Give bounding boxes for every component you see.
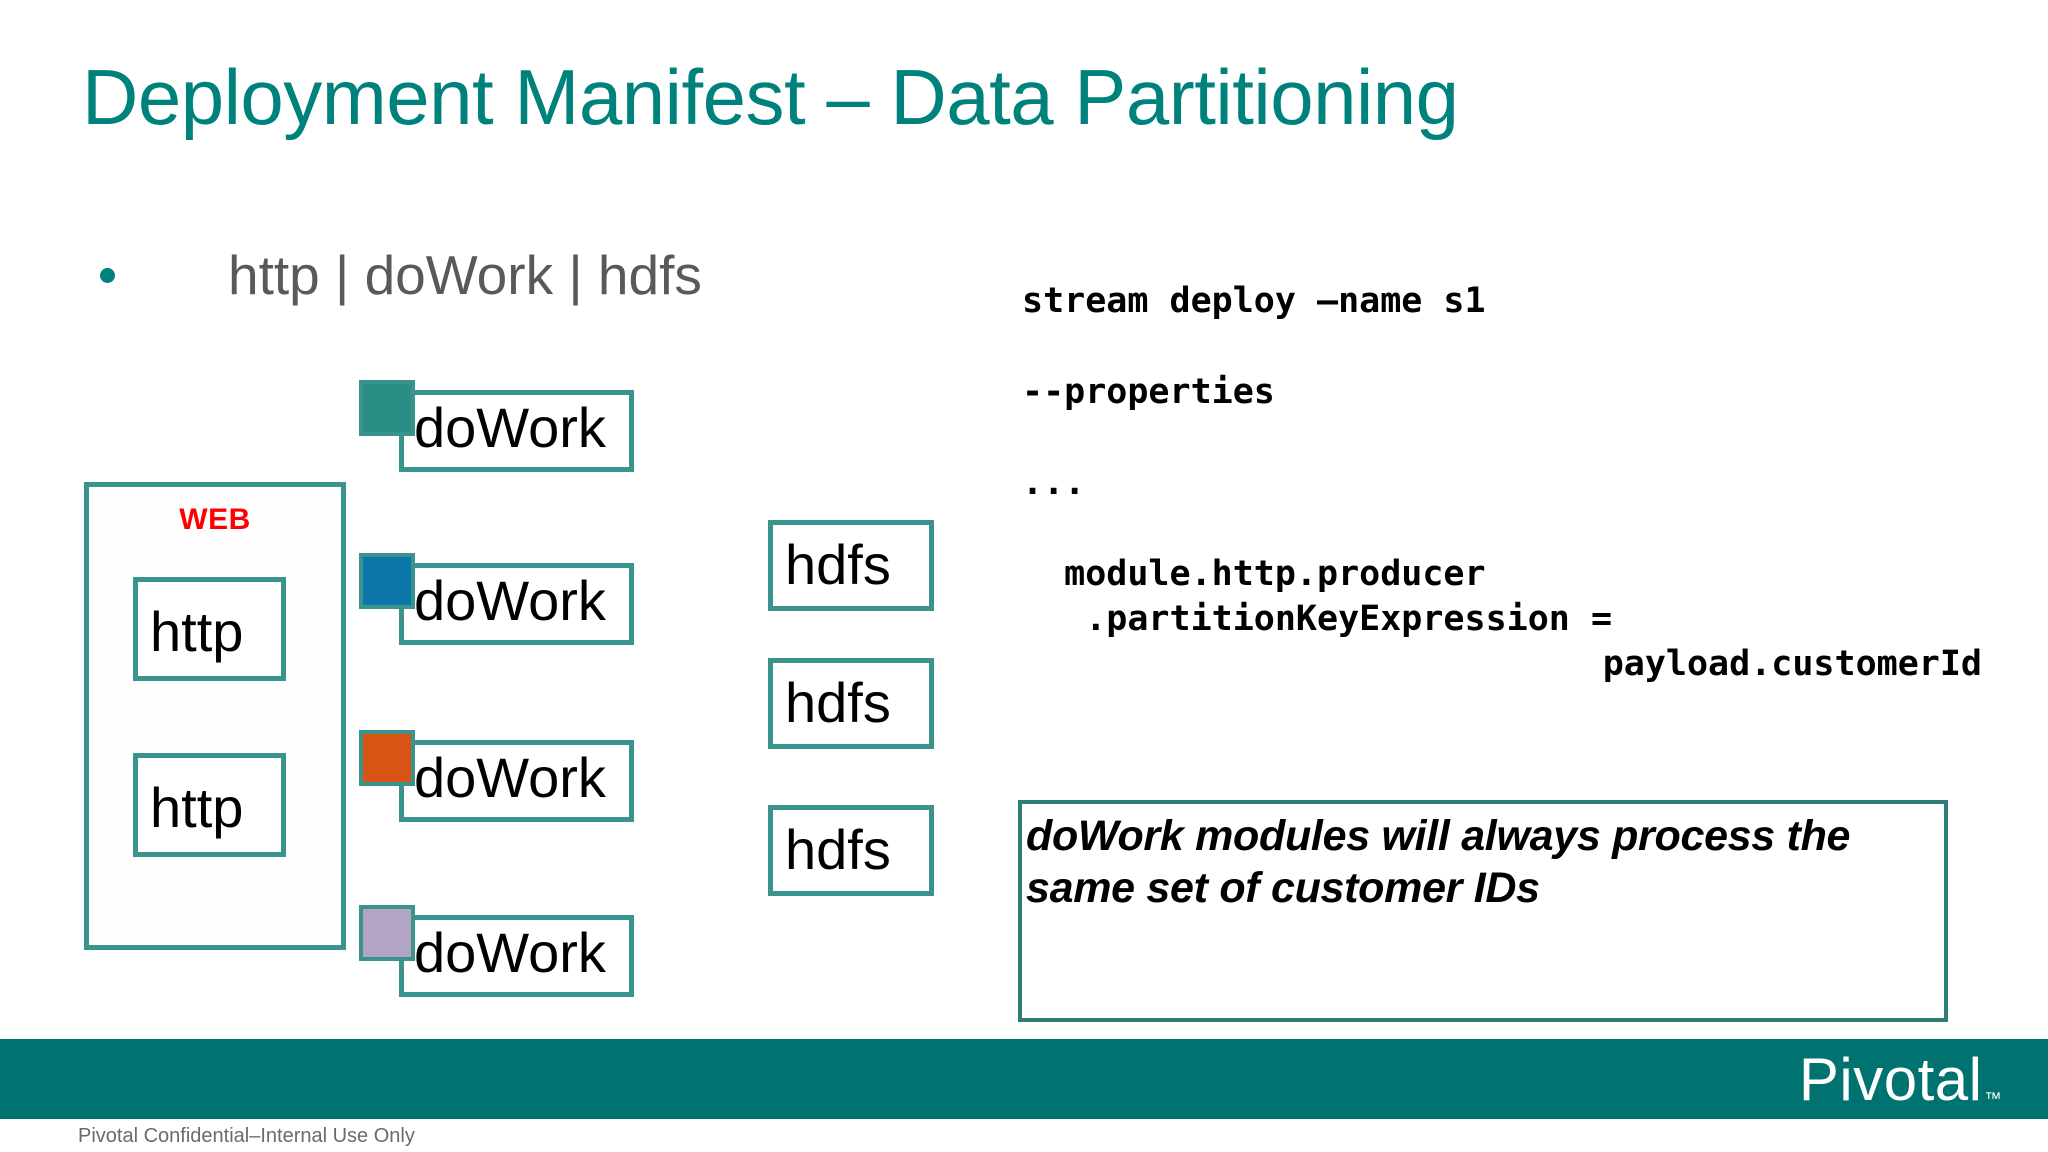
dowork-module-label: doWork bbox=[414, 921, 606, 984]
callout-box: doWork modules will always process the s… bbox=[1018, 800, 1948, 1022]
code-line: module.http.producer bbox=[1022, 554, 1486, 594]
dowork-module-box: doWork bbox=[399, 915, 634, 997]
bullet-dot-icon bbox=[100, 268, 115, 283]
web-container: WEB http http bbox=[84, 482, 346, 950]
callout-text: doWork modules will always process the s… bbox=[1026, 812, 1851, 913]
pivotal-logo-text: Pivotal bbox=[1798, 1046, 1983, 1113]
http-module-box: http bbox=[133, 577, 286, 681]
dowork-module-box: doWork bbox=[399, 563, 634, 645]
code-line: .partitionKeyExpression = bbox=[1022, 599, 1613, 639]
hdfs-module-label: hdfs bbox=[785, 818, 891, 881]
dowork-module-unit: doWork bbox=[359, 380, 634, 472]
code-line: stream deploy –name s1 bbox=[1022, 281, 1486, 321]
bullet-item-label: http | doWork | hdfs bbox=[228, 244, 702, 306]
dowork-module-unit: doWork bbox=[359, 730, 634, 822]
hdfs-module-label: hdfs bbox=[785, 671, 891, 734]
http-module-label: http bbox=[150, 600, 244, 663]
dowork-module-unit: doWork bbox=[359, 905, 634, 997]
dowork-module-box: doWork bbox=[399, 390, 634, 472]
code-line: --properties bbox=[1022, 372, 1275, 412]
bullet-item: http | doWork | hdfs bbox=[100, 248, 702, 303]
hdfs-module-box: hdfs bbox=[768, 658, 934, 749]
http-module-box: http bbox=[133, 753, 286, 857]
dowork-module-label: doWork bbox=[414, 746, 606, 809]
command-code-block: stream deploy –name s1 --properties ... … bbox=[1022, 284, 2022, 738]
dowork-module-box: doWork bbox=[399, 740, 634, 822]
code-line: payload.customerId bbox=[1602, 644, 1982, 684]
partition-chip-icon bbox=[359, 380, 415, 436]
http-module-label: http bbox=[150, 776, 244, 839]
dowork-module-label: doWork bbox=[414, 396, 606, 459]
confidentiality-note: Pivotal Confidential–Internal Use Only bbox=[78, 1125, 415, 1147]
dowork-module-label: doWork bbox=[414, 569, 606, 632]
web-container-label: WEB bbox=[179, 503, 251, 536]
dowork-module-unit: doWork bbox=[359, 553, 634, 645]
partition-chip-icon bbox=[359, 553, 415, 609]
hdfs-module-box: hdfs bbox=[768, 520, 934, 611]
partition-chip-icon bbox=[359, 730, 415, 786]
partition-chip-icon bbox=[359, 905, 415, 961]
trademark-symbol: ™ bbox=[1984, 1089, 2002, 1108]
hdfs-module-box: hdfs bbox=[768, 805, 934, 896]
page-title: Deployment Manifest – Data Partitioning bbox=[82, 53, 1459, 141]
hdfs-module-label: hdfs bbox=[785, 533, 891, 596]
code-line: ... bbox=[1022, 463, 1086, 503]
